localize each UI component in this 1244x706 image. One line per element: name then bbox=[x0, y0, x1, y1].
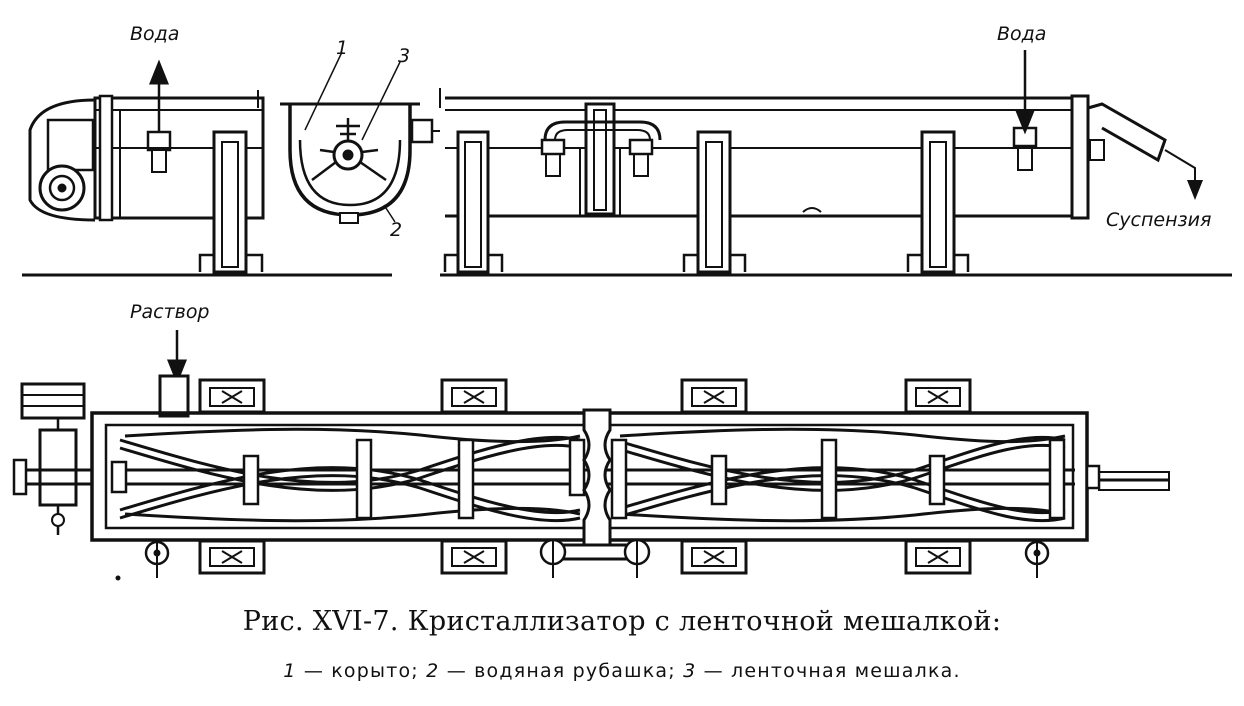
legend-text-3: — ленточная мешалка. bbox=[696, 660, 961, 682]
drive-unit-plan bbox=[12, 382, 121, 581]
callout-2: 2 bbox=[390, 219, 402, 241]
figure-caption-title: Рис. XVI-7. Кристаллизатор с ленточной м… bbox=[242, 606, 1002, 637]
water-valves-right bbox=[540, 50, 1038, 177]
water-label-left: Вода bbox=[130, 23, 179, 45]
drive-unit-right bbox=[1070, 94, 1203, 220]
ribbon-agitator-right bbox=[610, 427, 1066, 523]
center-joint bbox=[543, 102, 662, 216]
legend-num-1: 1 bbox=[283, 660, 297, 682]
water-valve-left bbox=[130, 59, 210, 173]
water-label-right: Вода bbox=[997, 23, 1046, 45]
drive-unit-left bbox=[28, 94, 114, 222]
support-stands-right bbox=[443, 130, 970, 274]
plan-view: Раствор bbox=[12, 301, 1170, 581]
figure-caption-legend: 1 — корыто; 2 — водяная рубашка; 3 — лен… bbox=[0, 660, 1244, 682]
ribbon-agitator-section bbox=[311, 118, 387, 182]
trough-body-right bbox=[445, 96, 1087, 218]
foot-pads bbox=[198, 378, 972, 575]
legend-num-2: 2 bbox=[426, 660, 440, 682]
suspension-label: Суспензия bbox=[1106, 209, 1211, 231]
wheels bbox=[144, 540, 1050, 578]
callout-3: 3 bbox=[398, 45, 410, 67]
solution-label: Раствор bbox=[130, 301, 210, 323]
support-stand bbox=[198, 130, 264, 274]
legend-text-1: — корыто; bbox=[296, 660, 427, 682]
legend-num-3: 3 bbox=[683, 660, 697, 682]
side-elevation-view: Вода bbox=[22, 23, 1232, 277]
center-bearing bbox=[539, 408, 651, 578]
ribbon-agitator-left bbox=[110, 427, 586, 523]
trough-cross-section bbox=[280, 102, 440, 224]
legend-text-2: — водяная рубашка; bbox=[439, 660, 684, 682]
callout-1: 1 bbox=[336, 37, 348, 59]
solution-inlet bbox=[158, 330, 190, 418]
